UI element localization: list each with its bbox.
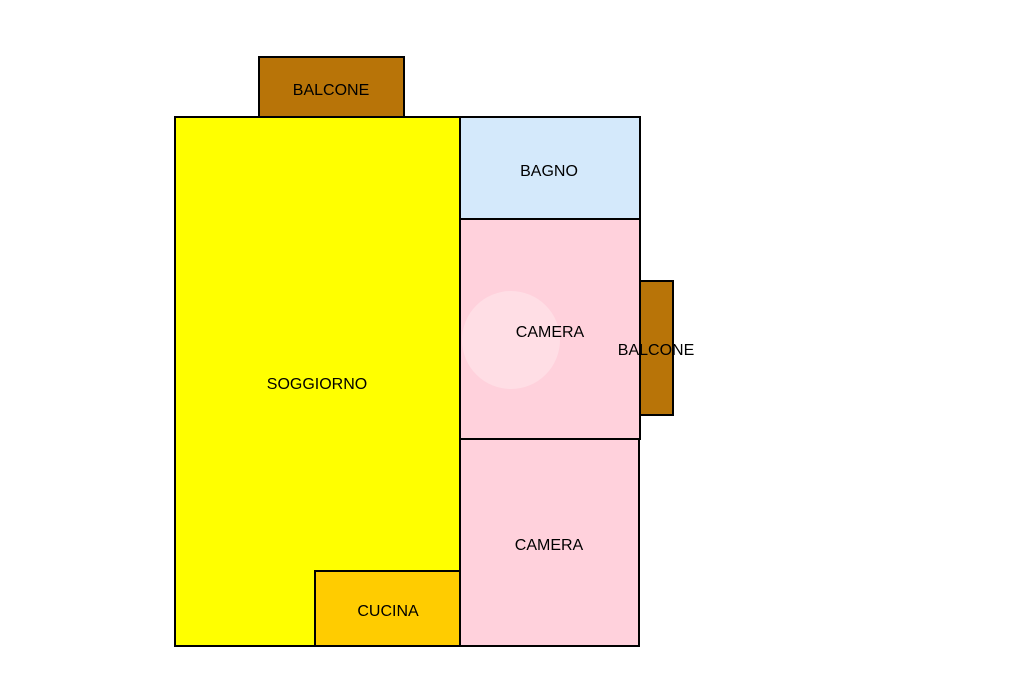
label-balcone-right: BALCONE: [617, 342, 695, 359]
label-camera-1: CAMERA: [515, 324, 585, 341]
room-cucina: [314, 570, 461, 647]
label-soggiorno: SOGGIORNO: [266, 376, 368, 393]
label-camera-2: CAMERA: [514, 537, 584, 554]
label-bagno: BAGNO: [520, 163, 578, 180]
room-balcone-right: [639, 280, 674, 416]
label-cucina: CUCINA: [357, 603, 419, 620]
room-camera-2: [459, 438, 640, 647]
watermark-circle: [462, 291, 560, 389]
label-balcone-top: BALCONE: [292, 82, 370, 99]
room-balcone-top: [258, 56, 405, 119]
room-soggiorno: [174, 116, 461, 647]
